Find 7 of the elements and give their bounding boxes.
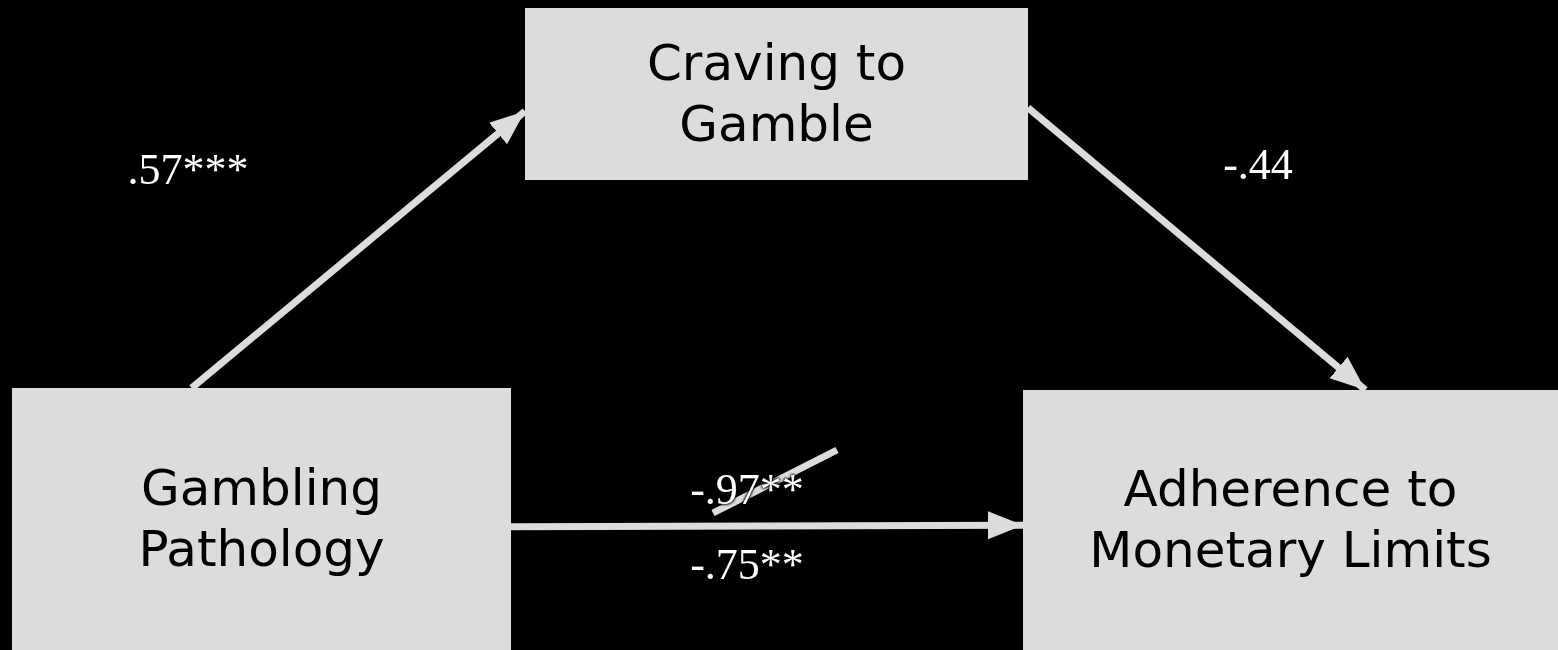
edge-label: -.75**: [690, 543, 804, 587]
concept-box: Adherence to Monetary Limits: [1023, 390, 1558, 650]
concept-box: Gambling Pathology: [12, 388, 511, 650]
arrow: [511, 511, 1023, 540]
edge-label: .57***: [127, 148, 249, 192]
edge-label: -.44: [1223, 143, 1293, 187]
concept-box: Craving to Gamble: [525, 8, 1028, 180]
